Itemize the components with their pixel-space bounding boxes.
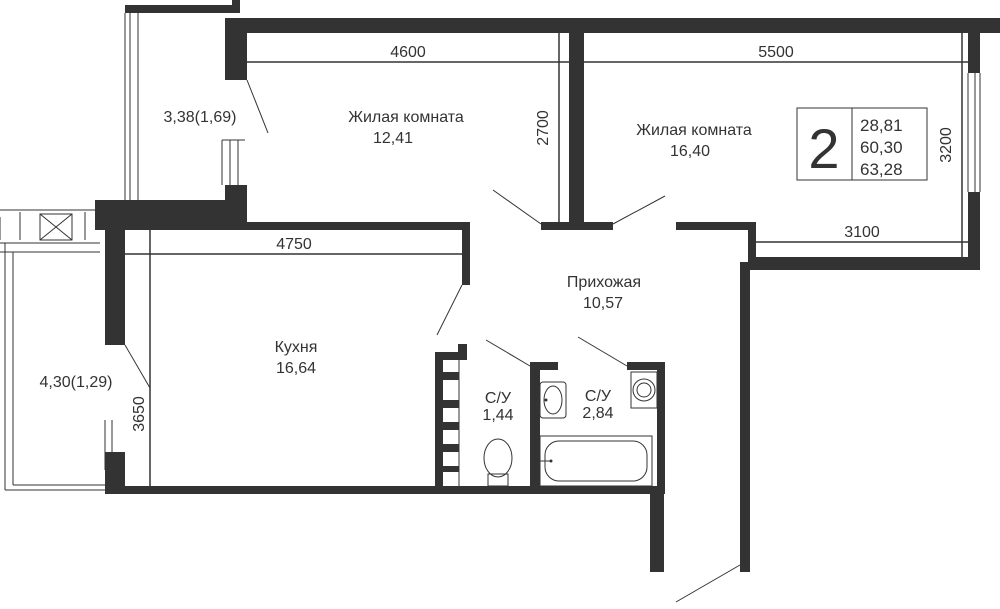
balcony-top-outline (124, 0, 245, 200)
hall-area: 10,57 (583, 295, 623, 312)
washing-machine (630, 371, 658, 409)
rooms-count: 2 (808, 117, 839, 180)
kitchen-area: 16,64 (276, 360, 316, 377)
door-swings (124, 79, 741, 603)
window-right (961, 73, 981, 192)
bath1-name: С/У (485, 390, 512, 407)
dim-kitchen-width: 4750 (276, 236, 312, 253)
hall-name: Прихожая (567, 274, 641, 291)
living1-name: Жилая комната (348, 109, 464, 126)
dim-living2-width: 5500 (758, 44, 794, 61)
living-area-value: 28,81 (860, 116, 903, 135)
balcony2-area: 4,30(1,29) (40, 374, 113, 391)
walls (95, 18, 1000, 572)
dim-living1-width: 4600 (390, 44, 426, 61)
dimension-lines (125, 33, 968, 486)
sink-small (539, 381, 567, 419)
bath1-area: 1,44 (482, 407, 513, 424)
living2-area: 16,40 (670, 143, 710, 160)
living2-name: Жилая комната (636, 122, 752, 139)
dim-living2-bottom: 3100 (844, 224, 880, 241)
total-area-value: 60,30 (860, 138, 903, 157)
total-area-balcony-value: 63,28 (860, 160, 903, 179)
info-box (796, 107, 928, 181)
balcony-left-outline (0, 209, 113, 491)
balcony1-area: 3,38(1,69) (164, 109, 237, 126)
dim-living1-depth: 2700 (535, 110, 552, 146)
bath2-name: С/У (585, 388, 612, 405)
toilet (483, 438, 513, 487)
kitchen-name: Кухня (275, 339, 318, 356)
bath2-area: 2,84 (582, 405, 613, 422)
dim-kitchen-depth: 3650 (131, 396, 148, 432)
dim-living2-depth: 3200 (938, 127, 955, 163)
bathtub (539, 435, 653, 487)
shaft-ladder (443, 360, 460, 486)
living1-area: 12,41 (373, 130, 413, 147)
